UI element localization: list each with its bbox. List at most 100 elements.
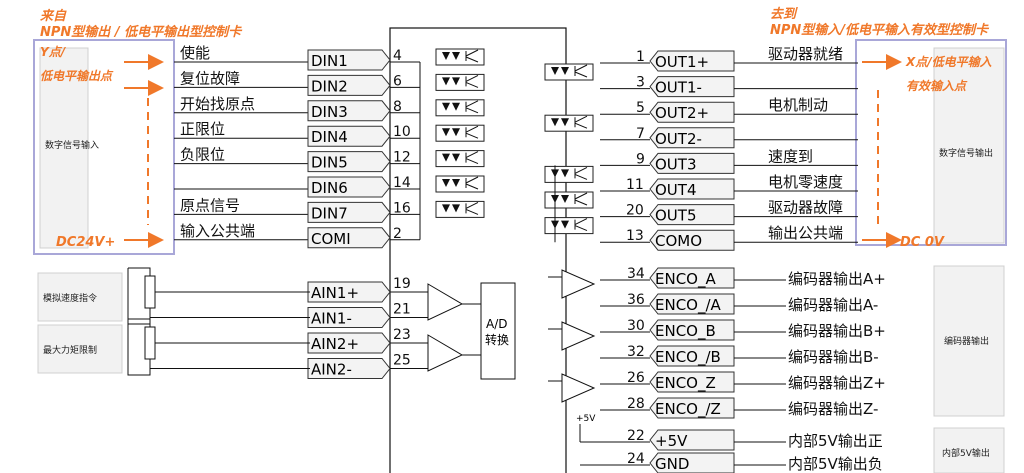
line-driver — [561, 269, 596, 299]
output-optocoupler-transistor — [574, 218, 588, 232]
source-title-2: NPN型输出 / 低电平输出型控制卡 — [40, 24, 243, 40]
input-optocoupler-transistor — [465, 201, 479, 215]
encoder-pin-ENCO_Z — [649, 371, 735, 393]
op-amp — [427, 283, 464, 321]
output-optocoupler-diode2 — [561, 220, 569, 229]
encoder-pin-ENCO_/A — [649, 293, 735, 315]
plus5v-small-label: +5V — [576, 414, 596, 424]
output-pin-COMO — [649, 229, 735, 251]
input-pin-no: 16 — [393, 200, 411, 216]
input-label: 使能 — [180, 44, 210, 62]
digital-output-dest-box — [855, 39, 1007, 246]
input-pin-name: DIN1 — [311, 52, 348, 70]
encoder-pin-ENCO_B — [649, 319, 735, 341]
power-pin-name: GND — [655, 455, 689, 473]
input-pin-name: COMI — [311, 230, 351, 248]
encoder-pin-ENCO_/Z — [649, 397, 735, 419]
encoder-output-box — [933, 265, 1005, 417]
dc0-label: DC 0V — [900, 235, 945, 250]
encoder-pin-no: 34 — [627, 266, 645, 282]
output-optocoupler-diode2 — [561, 169, 569, 178]
output-optocoupler-transistor — [574, 192, 588, 206]
input-optocoupler-frame — [435, 73, 485, 91]
output-optocoupler-diode2 — [561, 195, 569, 203]
analog-pin-AIN2+ — [307, 332, 391, 354]
encoder-label: 编码器输出Z- — [788, 400, 878, 418]
output-pin-OUT2- — [649, 127, 735, 149]
line-driver — [561, 373, 596, 403]
input-optocoupler-diode2 — [452, 102, 460, 111]
input-pin-DIN1 — [307, 49, 391, 71]
analog-pin-AIN1+ — [307, 281, 391, 303]
input-pin-DIN7 — [307, 201, 391, 223]
input-optocoupler-diode — [442, 153, 450, 162]
encoder-label: 编码器输出Z+ — [788, 374, 886, 392]
output-pin-no: 9 — [636, 151, 645, 167]
x-point-1: X点/低电平输入 — [905, 55, 992, 69]
output-pin-name: OUT3 — [655, 155, 697, 173]
output-label: 输出公共端 — [768, 224, 843, 242]
x-point-2: 有效输入点 — [906, 79, 968, 93]
ad-converter — [480, 282, 516, 380]
power-pin-+5V — [649, 429, 735, 451]
input-pin-DIN3 — [307, 100, 391, 122]
input-optocoupler-diode — [442, 204, 450, 213]
torque-limit-box — [37, 324, 123, 374]
output-optocoupler-diode — [551, 118, 559, 127]
encoder-pin-ENCO_A — [649, 267, 735, 289]
analog-pin-no: 21 — [393, 302, 411, 318]
encoder-pin-name: ENCO_/B — [655, 348, 721, 367]
output-pin-OUT5 — [649, 204, 735, 226]
encoder-pin-no: 26 — [627, 370, 645, 386]
encoder-pin-name: ENCO_/A — [655, 296, 722, 315]
input-pin-no: 14 — [393, 175, 411, 191]
input-optocoupler-diode2 — [452, 204, 460, 213]
output-pin-name: OUT2- — [655, 130, 702, 148]
input-optocoupler-transistor — [465, 100, 479, 114]
encoder-pin-name: ENCO_/Z — [655, 400, 721, 419]
input-label: 输入公共端 — [180, 222, 255, 240]
input-label: 正限位 — [180, 120, 225, 138]
input-optocoupler-diode2 — [452, 77, 460, 86]
input-pin-DIN4 — [307, 125, 391, 147]
input-pin-no: 2 — [393, 226, 402, 242]
input-pin-DIN5 — [307, 151, 391, 173]
speed-cmd-box — [37, 272, 123, 322]
output-optocoupler-frame — [544, 217, 594, 235]
driver-body — [389, 27, 567, 473]
output-pin-OUT1+ — [649, 50, 735, 72]
output-optocoupler-frame — [544, 63, 594, 81]
output-pin-name: OUT5 — [655, 207, 697, 225]
digital-input-source-inner — [39, 47, 89, 249]
digital-input-source-box — [33, 39, 175, 255]
output-pin-no: 5 — [636, 100, 645, 116]
analog-pin-no: 25 — [393, 353, 411, 369]
analog-pin-name: AIN2+ — [311, 335, 359, 353]
input-pin-name: DIN7 — [311, 204, 348, 222]
input-pin-DIN6 — [307, 176, 391, 198]
input-pin-name: DIN5 — [311, 154, 348, 172]
y-point-2: 低电平输出点 — [40, 69, 114, 83]
power-pin-no: 22 — [627, 428, 645, 444]
input-pin-name: DIN3 — [311, 103, 348, 121]
input-optocoupler-transistor — [465, 176, 479, 190]
input-optocoupler-transistor — [465, 125, 479, 139]
encoder-pin-no: 32 — [627, 344, 645, 360]
encoder-pin-no: 36 — [627, 292, 645, 308]
ad-converter-label-1: A/D — [486, 317, 508, 331]
potentiometer — [144, 275, 156, 309]
output-pin-no: 3 — [636, 75, 645, 91]
input-optocoupler-frame — [435, 124, 485, 142]
analog-pin-name: AIN1- — [311, 310, 352, 328]
digital-output-dest-inner — [933, 47, 1005, 244]
encoder-pin-no: 30 — [627, 318, 645, 334]
output-optocoupler-frame — [544, 114, 594, 132]
output-pin-name: OUT4 — [655, 181, 697, 199]
encoder-pin-name: ENCO_B — [655, 322, 716, 341]
encoder-pin-name: ENCO_A — [655, 270, 716, 289]
power-pin-GND — [649, 452, 735, 473]
input-optocoupler-diode — [442, 128, 450, 137]
output-optocoupler-transistor — [574, 166, 588, 180]
input-optocoupler-frame — [435, 99, 485, 117]
power-label: 内部5V输出正 — [788, 432, 883, 450]
